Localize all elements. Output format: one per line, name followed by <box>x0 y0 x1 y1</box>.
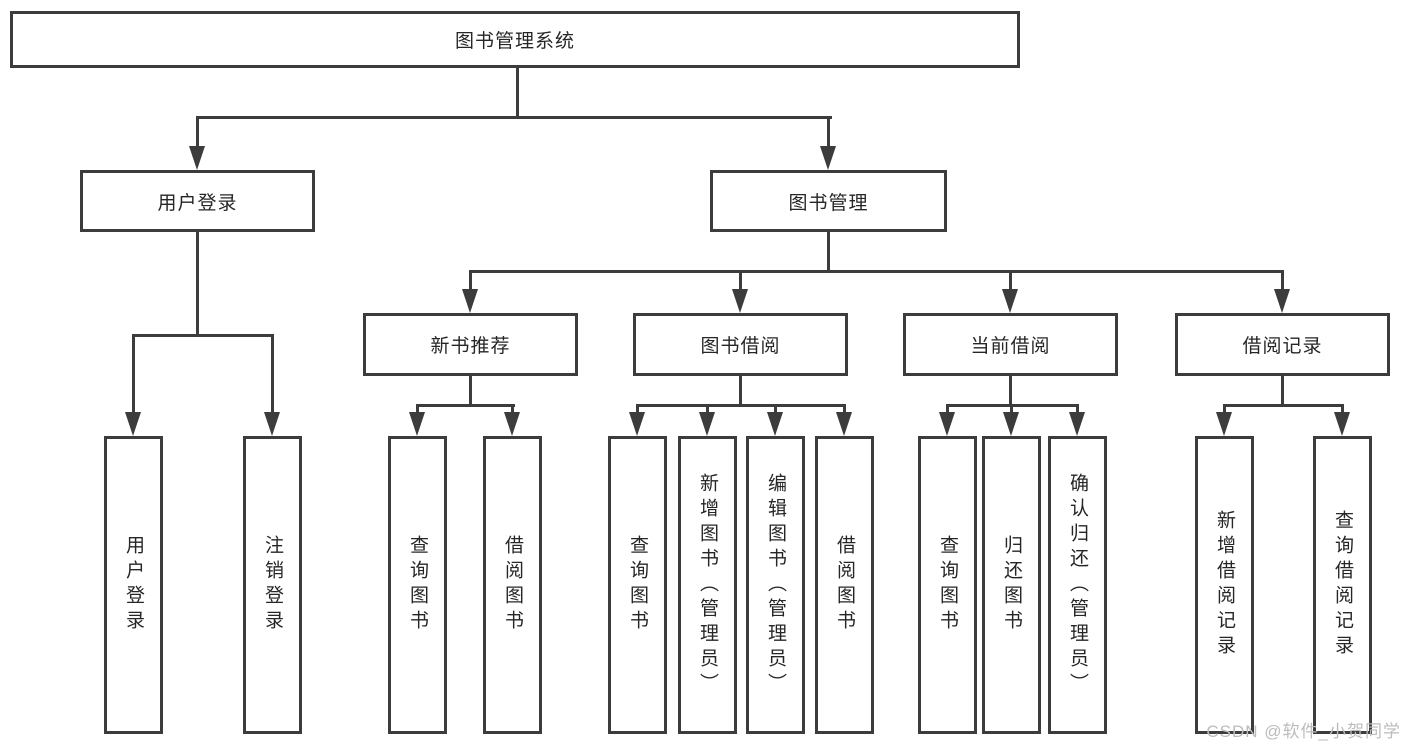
node-label: 图书管理系统 <box>454 31 575 52</box>
connector-line <box>469 376 472 406</box>
node-book-management: 图书管理 <box>710 170 947 232</box>
connector-line <box>1076 404 1079 414</box>
node-label: 编辑图书（管理员） <box>765 472 786 698</box>
connector-line <box>196 116 199 148</box>
connector-line <box>196 116 832 119</box>
arrow-down-icon <box>836 412 852 436</box>
connector-line <box>774 404 777 414</box>
connector-line <box>1281 376 1284 406</box>
connector-line <box>1281 270 1284 291</box>
connector-line <box>739 376 742 406</box>
connector-line <box>636 404 846 407</box>
node-new-book-recommend: 新书推荐 <box>363 313 578 376</box>
connector-line <box>132 334 135 412</box>
arrow-down-icon <box>189 146 205 170</box>
node-user-login: 用户登录 <box>80 170 315 232</box>
arrow-down-icon <box>409 412 425 436</box>
node-label: 新增图书（管理员） <box>697 472 718 698</box>
node-label: 查询图书 <box>627 535 648 635</box>
arrow-down-icon <box>264 412 280 436</box>
node-label: 用户登录 <box>123 535 144 635</box>
node-leaf-add-borrow-record: 新增借阅记录 <box>1195 436 1254 734</box>
node-label: 新增借阅记录 <box>1214 510 1235 660</box>
node-leaf-user-login: 用户登录 <box>104 436 163 734</box>
node-label: 查询借阅记录 <box>1332 510 1353 660</box>
node-label: 借阅记录 <box>1242 336 1323 357</box>
node-leaf-borrow-books: 借阅图书 <box>815 436 874 734</box>
arrow-down-icon <box>1069 412 1085 436</box>
node-label: 图书管理 <box>788 192 869 214</box>
connector-line <box>1223 404 1226 414</box>
arrow-down-icon <box>820 146 836 170</box>
node-leaf-add-books-admin: 新增图书（管理员） <box>678 436 737 734</box>
connector-line <box>1010 404 1013 414</box>
connector-line <box>511 404 514 414</box>
node-label: 查询图书 <box>407 535 428 635</box>
node-borrowing-records: 借阅记录 <box>1175 313 1390 376</box>
connector-line <box>469 270 472 291</box>
connector-line <box>843 404 846 414</box>
arrow-down-icon <box>1003 412 1019 436</box>
node-label: 归还图书 <box>1001 535 1022 635</box>
node-label: 当前借阅 <box>970 336 1051 357</box>
arrow-down-icon <box>939 412 955 436</box>
node-label: 确认归还（管理员） <box>1067 472 1088 698</box>
arrow-down-icon <box>1334 412 1350 436</box>
node-label: 查询图书 <box>937 535 958 635</box>
node-label: 借阅图书 <box>502 535 523 635</box>
connector-line <box>706 404 709 414</box>
arrow-down-icon <box>699 412 715 436</box>
connector-line <box>1223 404 1344 407</box>
connector-line <box>1009 376 1012 406</box>
connector-line <box>739 270 742 291</box>
watermark: CSDN @软件_小贺同学 <box>1206 722 1401 741</box>
connector-line <box>469 270 1283 273</box>
arrow-down-icon <box>125 412 141 436</box>
node-leaf-query-books-borrowing: 查询图书 <box>608 436 667 734</box>
node-leaf-return-books: 归还图书 <box>982 436 1041 734</box>
node-leaf-query-books-current: 查询图书 <box>918 436 977 734</box>
connector-line <box>416 404 515 407</box>
node-root-library-system: 图书管理系统 <box>10 11 1020 68</box>
node-leaf-query-borrow-record: 查询借阅记录 <box>1313 436 1372 734</box>
connector-line <box>196 232 199 336</box>
node-current-borrowing: 当前借阅 <box>903 313 1118 376</box>
connector-line <box>946 404 949 414</box>
node-label: 用户登录 <box>157 192 238 214</box>
node-leaf-logout: 注销登录 <box>243 436 302 734</box>
connector-line <box>636 404 639 414</box>
connector-line <box>271 334 274 412</box>
connector-line <box>416 404 419 414</box>
node-leaf-confirm-return-admin: 确认归还（管理员） <box>1048 436 1107 734</box>
node-leaf-query-books-recommend: 查询图书 <box>388 436 447 734</box>
connector-line <box>827 116 830 148</box>
arrow-down-icon <box>767 412 783 436</box>
arrow-down-icon <box>1216 412 1232 436</box>
node-label: 注销登录 <box>262 535 283 635</box>
node-book-borrowing: 图书借阅 <box>633 313 848 376</box>
connector-line <box>1009 270 1012 291</box>
node-label: 新书推荐 <box>430 336 511 357</box>
arrow-down-icon <box>504 412 520 436</box>
arrow-down-icon <box>462 289 478 313</box>
arrow-down-icon <box>1002 289 1018 313</box>
connector-line <box>1341 404 1344 414</box>
connector-line <box>516 68 519 118</box>
arrow-down-icon <box>629 412 645 436</box>
node-label: 借阅图书 <box>834 535 855 635</box>
node-label: 图书借阅 <box>700 336 781 357</box>
connector-line <box>132 334 274 337</box>
node-leaf-edit-books-admin: 编辑图书（管理员） <box>746 436 805 734</box>
arrow-down-icon <box>1274 289 1290 313</box>
arrow-down-icon <box>732 289 748 313</box>
node-leaf-borrow-books-recommend: 借阅图书 <box>483 436 542 734</box>
connector-line <box>827 232 830 272</box>
